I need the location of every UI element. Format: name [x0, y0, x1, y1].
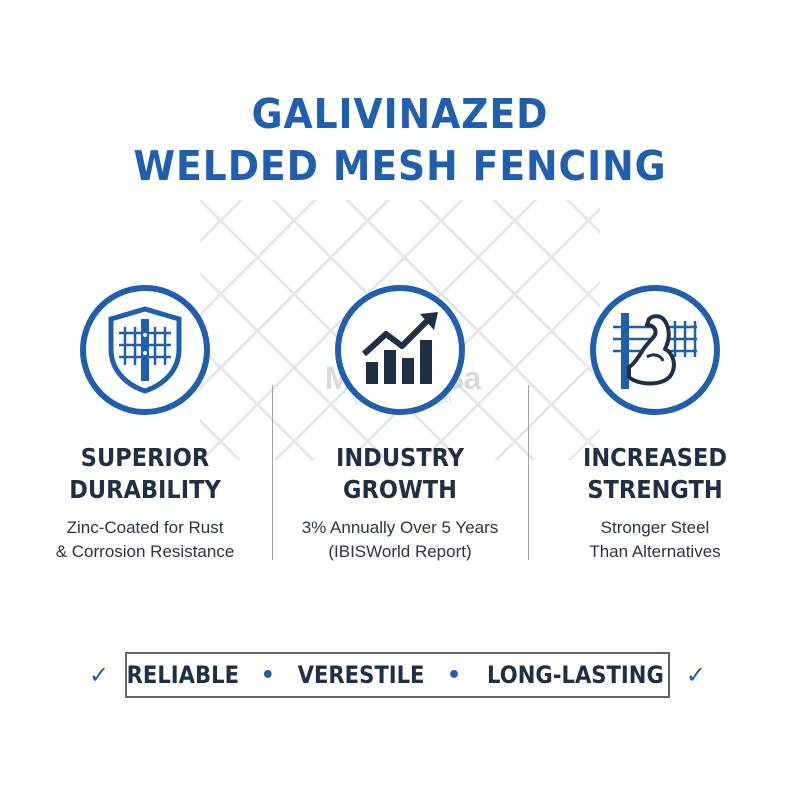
feature-durability: SUPERIOR DURABILITY Zinc-Coated for Rust… [25, 285, 265, 564]
heading-line-1: INDUSTRY [335, 443, 465, 472]
feature-description: Stronger Steel Than Alternatives [535, 516, 775, 564]
heading-line-2: DURABILITY [69, 475, 221, 504]
tagline-long-lasting: LONG-LASTING [487, 661, 664, 689]
icon-badge [335, 285, 465, 415]
feature-description: 3% Annually Over 5 Years (IBISWorld Repo… [280, 516, 520, 564]
heading-line-1: SUPERIOR [80, 443, 210, 472]
feature-growth: INDUSTRY GROWTH 3% Annually Over 5 Years… [280, 285, 520, 564]
desc-line-2: Than Alternatives [589, 542, 721, 561]
flexed-arm-fence-icon [613, 313, 697, 389]
page-title: GALIVINAZED WELDED MESH FENCING [32, 88, 768, 192]
feature-heading: SUPERIOR DURABILITY [37, 442, 253, 506]
icon-badge [80, 285, 210, 415]
heading-line-1: INCREASED [582, 443, 728, 472]
desc-line-2: (IBISWorld Report) [328, 542, 472, 561]
title-line-1: GALIVINAZED [251, 90, 549, 138]
bullet-separator: • [260, 662, 275, 688]
desc-line-1: Stronger Steel [600, 518, 710, 537]
tagline-versatile: VERESTILE [297, 661, 425, 689]
desc-line-2: & Corrosion Resistance [55, 542, 235, 561]
checkmark-icon: ✓ [685, 661, 706, 689]
feature-description: Zinc-Coated for Rust & Corrosion Resista… [25, 516, 265, 564]
title-line-2: WELDED MESH FENCING [133, 142, 667, 190]
column-divider [272, 385, 273, 560]
bullet-separator: • [446, 662, 462, 688]
feature-heading: INCREASED STRENGTH [547, 442, 763, 506]
heading-line-2: STRENGTH [587, 475, 723, 504]
tagline-banner: ✓ RELIABLE • VERESTILE • LONG-LASTING ✓ [89, 652, 706, 698]
column-divider [528, 385, 529, 560]
desc-line-1: Zinc-Coated for Rust [66, 518, 224, 537]
growth-chart-icon [361, 312, 438, 384]
tagline-reliable: RELIABLE [126, 661, 240, 689]
checkmark-icon: ✓ [89, 661, 110, 689]
icon-badge [590, 285, 720, 415]
feature-strength: INCREASED STRENGTH Stronger Steel Than A… [535, 285, 775, 564]
shield-fence-icon [108, 306, 182, 394]
feature-heading: INDUSTRY GROWTH [292, 442, 508, 506]
desc-line-1: 3% Annually Over 5 Years [301, 518, 499, 537]
heading-line-2: GROWTH [343, 475, 457, 504]
